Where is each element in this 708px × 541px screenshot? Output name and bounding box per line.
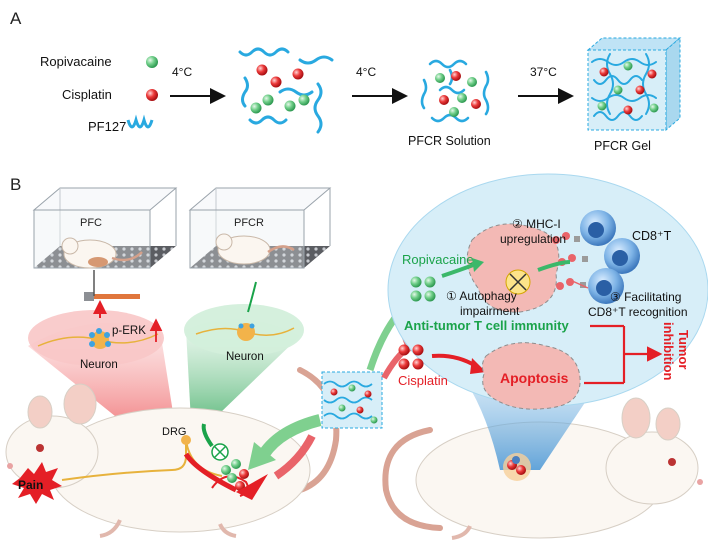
tumor-cell-top xyxy=(466,223,560,313)
perk-label: p-ERK xyxy=(112,325,146,337)
panel-a-letter: A xyxy=(10,9,22,28)
pfcr-response-arrow xyxy=(247,281,257,313)
legend-pf127-label: PF127 xyxy=(88,119,126,134)
panel-a-legend: Ropivacaine Cisplatin PF127 xyxy=(40,54,158,134)
pfc-cage xyxy=(32,187,178,301)
pfcr-gel-label: PFCR Gel xyxy=(594,139,651,153)
step1-line1: ① Autophagy xyxy=(446,289,517,303)
step2-temperature: 4°C xyxy=(356,65,376,79)
cd8-t-cells xyxy=(580,210,640,304)
step2-line1: ② MHC-I xyxy=(512,217,561,231)
right-mouse xyxy=(382,397,703,540)
cage-pfcr-label: PFCR xyxy=(234,217,264,229)
left-mouse xyxy=(5,367,340,538)
red-feedback-arrow xyxy=(183,452,238,493)
pain-burst-icon xyxy=(12,462,62,504)
tumor-label: Tumor xyxy=(676,330,691,369)
step3-temperature: 37°C xyxy=(530,65,557,79)
step1-temperature: 4°C xyxy=(172,65,192,79)
gel-to-left-mouse-arrow xyxy=(259,414,322,458)
inhibition-label: inhibition xyxy=(661,322,676,381)
drug-polymer-mixture xyxy=(238,47,334,134)
central-gel-cube xyxy=(321,371,383,429)
drg-label: DRG xyxy=(162,426,186,438)
mixture-drugs xyxy=(250,64,310,114)
pf127-chain-icon xyxy=(126,114,154,129)
step1-line2: impairment xyxy=(460,304,520,318)
cd8-label: CD8⁺T xyxy=(632,229,672,243)
neuron-right-label: Neuron xyxy=(226,351,264,363)
green-feedback-arrow xyxy=(201,423,214,448)
cage-pfc-label: PFC xyxy=(80,217,102,229)
legend-ropivacaine-label: Ropivacaine xyxy=(40,54,112,69)
neuron-left xyxy=(37,328,159,349)
ropivacaine-label: Ropivacaine xyxy=(402,252,474,267)
micelle-drugs xyxy=(435,71,481,117)
step2-line2: upregulation xyxy=(500,232,566,246)
syringe-arrowhead xyxy=(236,474,268,500)
pfcr-cage xyxy=(188,187,332,269)
neuron-right xyxy=(195,323,295,341)
ropivacaine-sphere-icon xyxy=(146,56,158,68)
cisplatin-sphere-icon xyxy=(146,89,158,101)
cisplatin-label: Cisplatin xyxy=(398,373,448,388)
immunity-label: Anti-tumor T cell immunity xyxy=(404,318,569,333)
drg-node xyxy=(181,435,191,445)
mhc-upregulation-arrow xyxy=(537,260,571,272)
legend-cisplatin-label: Cisplatin xyxy=(62,87,112,102)
pain-label: Pain xyxy=(18,478,43,492)
apoptosis-label: Apoptosis xyxy=(500,370,569,386)
panel-b-letter: B xyxy=(10,175,21,194)
neuron-left-label: Neuron xyxy=(80,359,118,371)
apoptotic-tumor-cell xyxy=(481,342,581,410)
step3-line2: CD8⁺T recognition xyxy=(588,305,688,319)
pfcr-gel-cube xyxy=(586,36,682,132)
pfcr-solution-label: PFCR Solution xyxy=(408,134,491,148)
step3-line1: ③ Facilitating xyxy=(610,290,681,304)
